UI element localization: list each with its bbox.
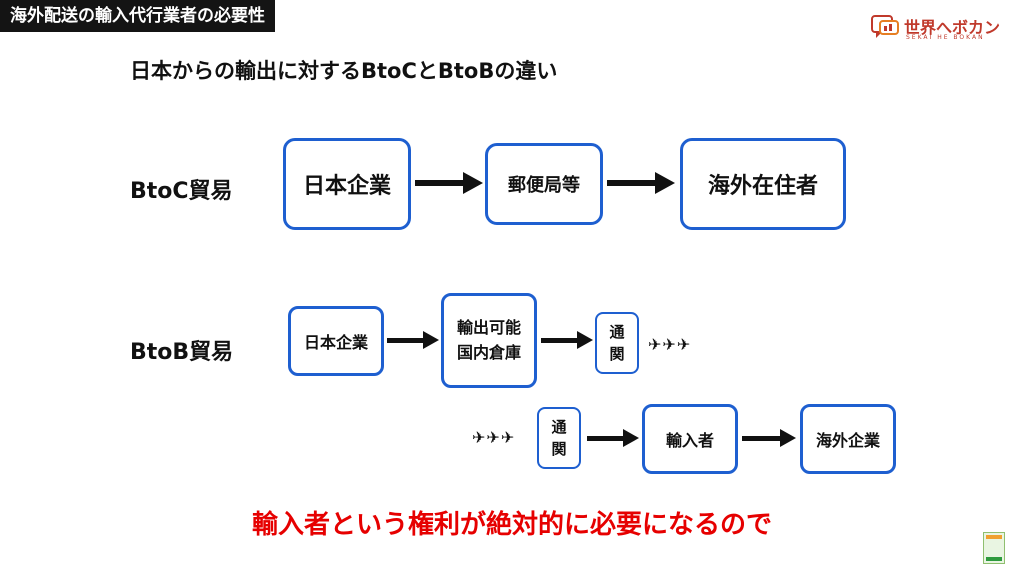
btob-node-import-customs: 通 関 — [537, 407, 581, 469]
btob-node-export-customs: 通 関 — [595, 312, 639, 374]
btob-node-export-warehouse-line1: 輸出可能 — [456, 317, 521, 337]
btoc-node-japan-company-label: 日本企業 — [302, 174, 391, 199]
btob-node-export-warehouse: 輸出可能 国内倉庫 — [441, 293, 537, 388]
btoc-label: BtoC貿易 — [130, 179, 233, 204]
btob-node-overseas-company: 海外企業 — [800, 404, 896, 474]
btob-arrow-3 — [587, 429, 639, 447]
btoc-node-overseas-resident: 海外在住者 — [680, 138, 846, 230]
btob-node-import-customs-line2: 関 — [551, 440, 567, 458]
btob-node-importer: 輸入者 — [642, 404, 738, 474]
btob-label: BtoB貿易 — [130, 340, 234, 365]
btoc-node-post-office-label: 郵便局等 — [508, 175, 580, 196]
speech-bubble-icon — [871, 15, 899, 38]
btob-node-japan-company-label: 日本企業 — [303, 333, 368, 352]
btoc-arrow-1 — [415, 172, 483, 194]
slide-subtitle: 日本からの輸出に対するBtoCとBtoBの違い — [130, 59, 558, 83]
btob-arrow-4 — [742, 429, 796, 447]
btob-node-export-customs-line1: 通 — [609, 322, 625, 341]
corner-badge-icon — [983, 532, 1005, 564]
video-title-bar: 海外配送の輸入代行業者の必要性 — [0, 0, 275, 32]
btob-node-overseas-company-label: 海外企業 — [815, 431, 880, 450]
conclusion-caption: 輸入者という権利が絶対的に必要になるので — [251, 510, 772, 540]
btob-node-importer-label: 輸入者 — [665, 431, 714, 450]
btoc-node-overseas-resident-label: 海外在住者 — [707, 174, 818, 199]
btoc-arrow-2 — [607, 172, 675, 194]
btob-node-export-warehouse-line2: 国内倉庫 — [456, 342, 521, 362]
btob-node-import-customs-line1: 通 — [551, 417, 567, 436]
airplane-icons-inbound: ✈✈✈ — [472, 428, 516, 447]
btob-node-japan-company: 日本企業 — [288, 306, 384, 376]
btoc-node-japan-company: 日本企業 — [283, 138, 411, 230]
btob-arrow-2 — [541, 331, 593, 349]
logo-subtext: SEKAI HE BOKAN — [906, 34, 985, 41]
airplane-icons-outbound: ✈✈✈ — [648, 335, 692, 354]
btob-arrow-1 — [387, 331, 439, 349]
channel-logo: 世界へボカン SEKAI HE BOKAN — [870, 12, 1020, 46]
btob-node-export-customs-line2: 関 — [609, 345, 625, 363]
btoc-node-post-office: 郵便局等 — [485, 143, 603, 225]
video-title: 海外配送の輸入代行業者の必要性 — [10, 6, 265, 26]
logo-name: 世界へボカン — [904, 18, 1001, 37]
